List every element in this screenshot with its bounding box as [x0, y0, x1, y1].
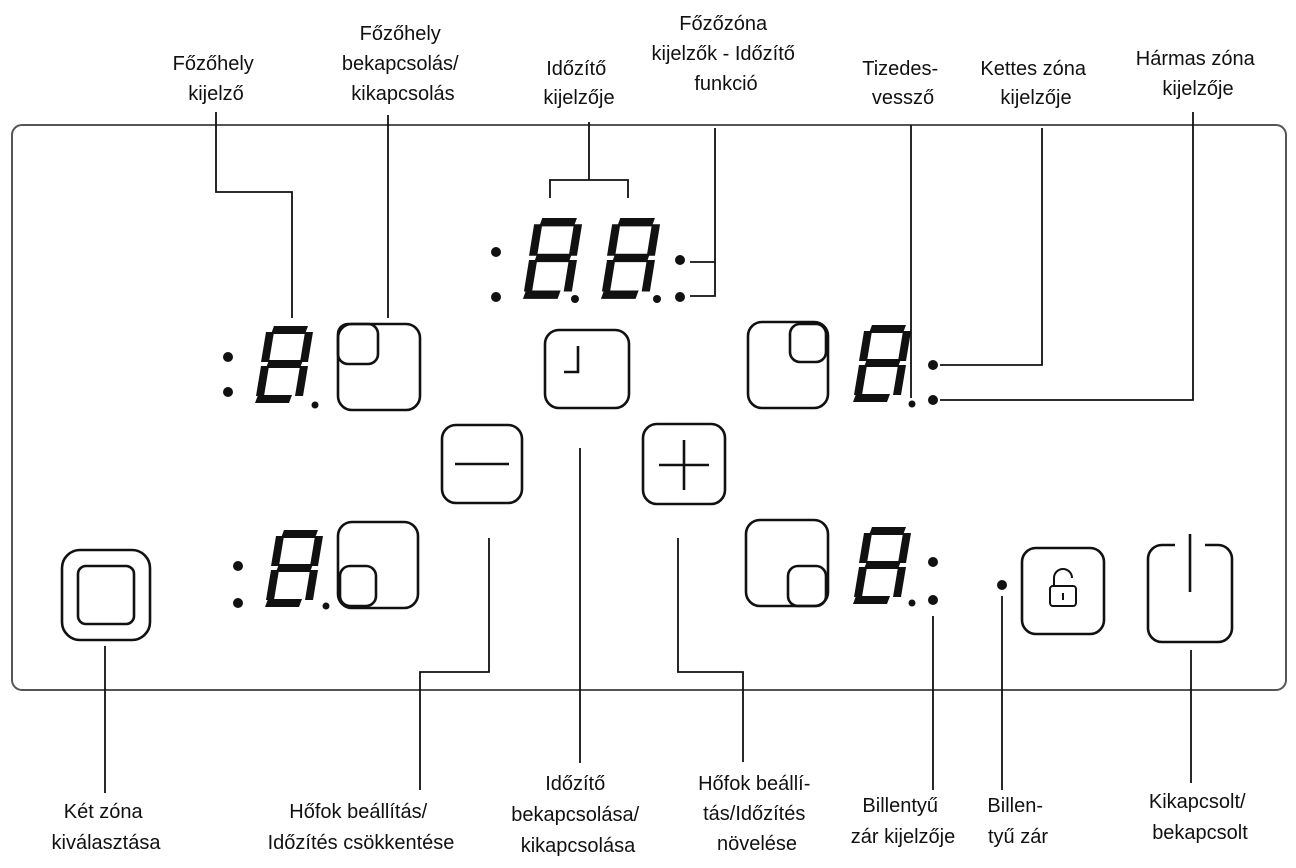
- zone-key-front-right[interactable]: [744, 518, 830, 608]
- minus-icon: [440, 423, 524, 505]
- dual-zone-icon: [60, 548, 152, 642]
- zone-display-rear-left: [223, 326, 319, 409]
- key-lock-indicator: [997, 580, 1007, 590]
- dual-zone-key[interactable]: [60, 548, 152, 642]
- label-harmas-zona: Hármas zóna kijelzője: [1136, 48, 1261, 100]
- zone-key-rear-left[interactable]: [336, 322, 422, 412]
- label-kikapcsolt-bekapcsolt: Kikapcsolt/ bekapcsolt: [1149, 791, 1251, 844]
- zone-display-rear-right: [853, 325, 938, 408]
- cooking-zone-key-icon: [744, 518, 830, 608]
- label-idozito-be-ki: Időzítő bekapcsolása/ kikapcsolása: [511, 773, 644, 857]
- label-ket-zona: Két zóna kiválasztása: [52, 801, 162, 854]
- label-kettes-zona: Kettes zóna kijelzője: [980, 58, 1091, 109]
- label-hofok-novelese: Hőfok beállí- tás/Időzítés növelése: [698, 773, 816, 855]
- cooking-zone-key-icon: [336, 520, 420, 610]
- label-fozozona-kijelzok: Főzőzóna kijelzők - Időzítő funkció: [652, 13, 801, 95]
- label-fozohely-kijelzo: Főzőhely kijelző: [173, 53, 260, 105]
- timer-key[interactable]: [543, 328, 631, 410]
- label-billentyuzar-kijelzo: Billentyű zár kijelzője: [851, 795, 955, 848]
- power-key[interactable]: [1146, 534, 1234, 644]
- label-billentyuzar: Billen- tyű zár: [987, 795, 1048, 848]
- lock-key[interactable]: [1020, 546, 1106, 636]
- zone-key-front-left[interactable]: [336, 520, 420, 610]
- timer-display: [491, 218, 685, 303]
- label-tizedesvesszo: Tizedes- vessző: [862, 58, 944, 109]
- label-idozito-kijelzoje: Időzítő kijelzője: [543, 58, 614, 109]
- minus-key[interactable]: [440, 423, 524, 505]
- zone-display-front-left: [233, 530, 330, 610]
- control-panel-outline: [11, 124, 1287, 691]
- zone-display-front-right: [853, 527, 938, 607]
- cooking-zone-key-icon: [336, 322, 422, 412]
- zone-key-rear-right[interactable]: [746, 320, 830, 410]
- padlock-icon: [1020, 546, 1106, 636]
- leader-lines: [104, 112, 1194, 793]
- clock-icon: [543, 328, 631, 410]
- plus-icon: [641, 422, 727, 506]
- label-hofok-csokkentese: Hőfok beállítás/ Időzítés csökkentése: [268, 801, 455, 854]
- power-icon: [1146, 534, 1234, 644]
- plus-key[interactable]: [641, 422, 727, 506]
- cooking-zone-key-icon: [746, 320, 830, 410]
- label-fozohely-be-ki: Főzőhely bekapcsolás/ kikapcsolás: [342, 23, 464, 105]
